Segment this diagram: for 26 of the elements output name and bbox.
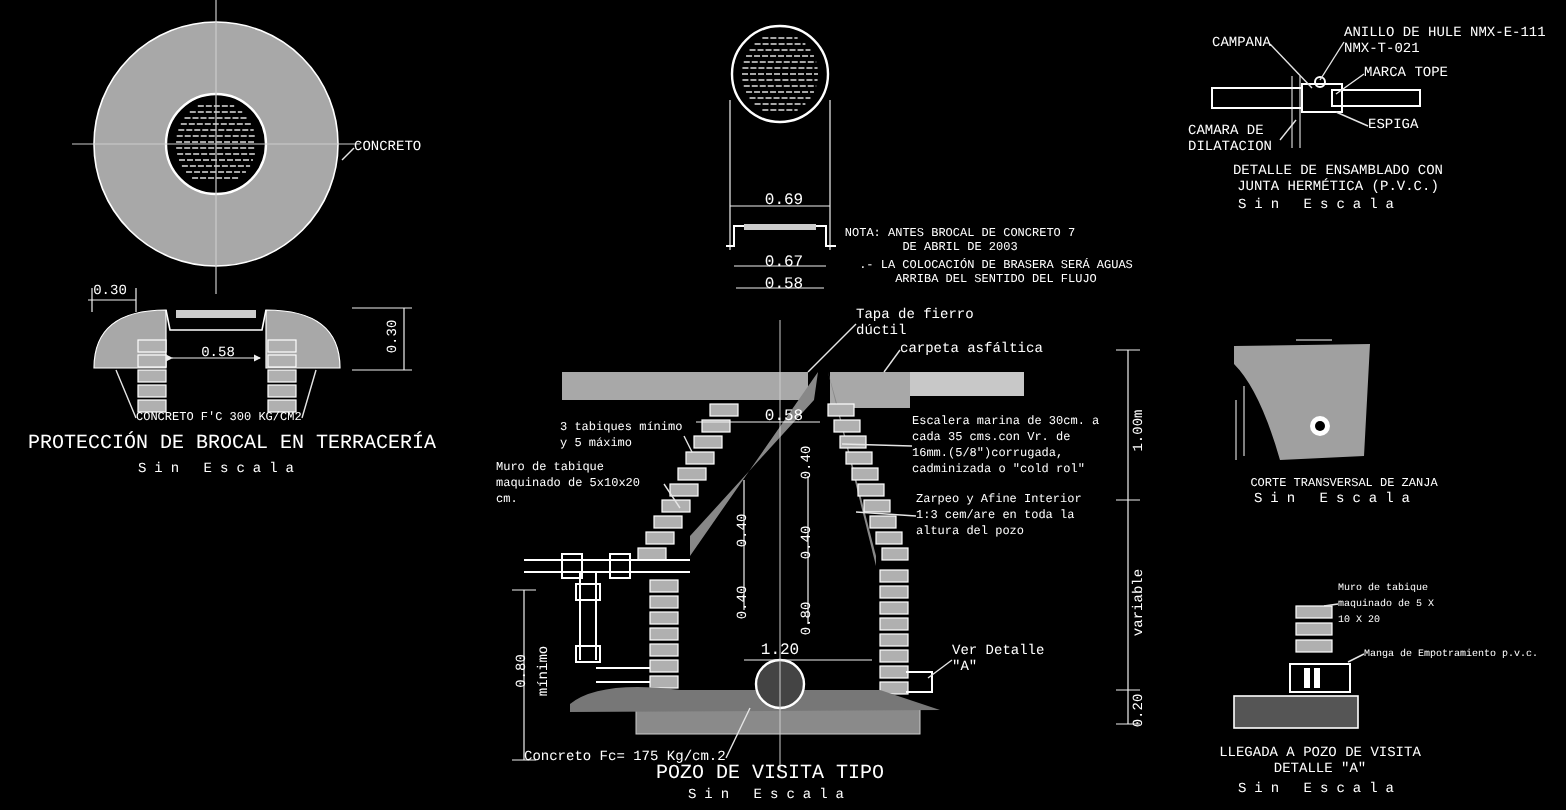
leader-line xyxy=(1323,603,1339,607)
leader-line xyxy=(1335,111,1369,127)
dimension-text: 0.69 xyxy=(762,190,806,214)
leader-line xyxy=(1335,73,1365,95)
label-text: POZO DE VISITA TIPO xyxy=(653,764,887,786)
leader-line xyxy=(855,511,917,517)
leader-line xyxy=(1347,653,1365,663)
leader-line xyxy=(1279,119,1297,141)
dimension-text: 0.58 xyxy=(762,406,806,430)
leader-line xyxy=(1319,41,1345,81)
leader-line xyxy=(341,147,355,161)
leader-line xyxy=(115,369,137,419)
leader-line xyxy=(1269,43,1313,89)
leader-line xyxy=(301,369,317,419)
leader-line xyxy=(927,659,953,679)
dimension-text: 0.58 xyxy=(762,274,806,298)
label-text: PROTECCIÓN DE BROCAL EN TERRACERÍA xyxy=(25,434,439,456)
leader-line xyxy=(883,349,901,373)
leader-line xyxy=(807,323,857,373)
collar-section-drawing xyxy=(93,309,341,413)
dimension-text: 0.67 xyxy=(762,252,806,276)
pipe-inlet-drawing xyxy=(1233,605,1359,729)
leader-line xyxy=(683,435,693,453)
leader-line xyxy=(663,483,681,509)
dimension-text: 1.20 xyxy=(758,640,802,664)
leader-line xyxy=(841,443,913,447)
